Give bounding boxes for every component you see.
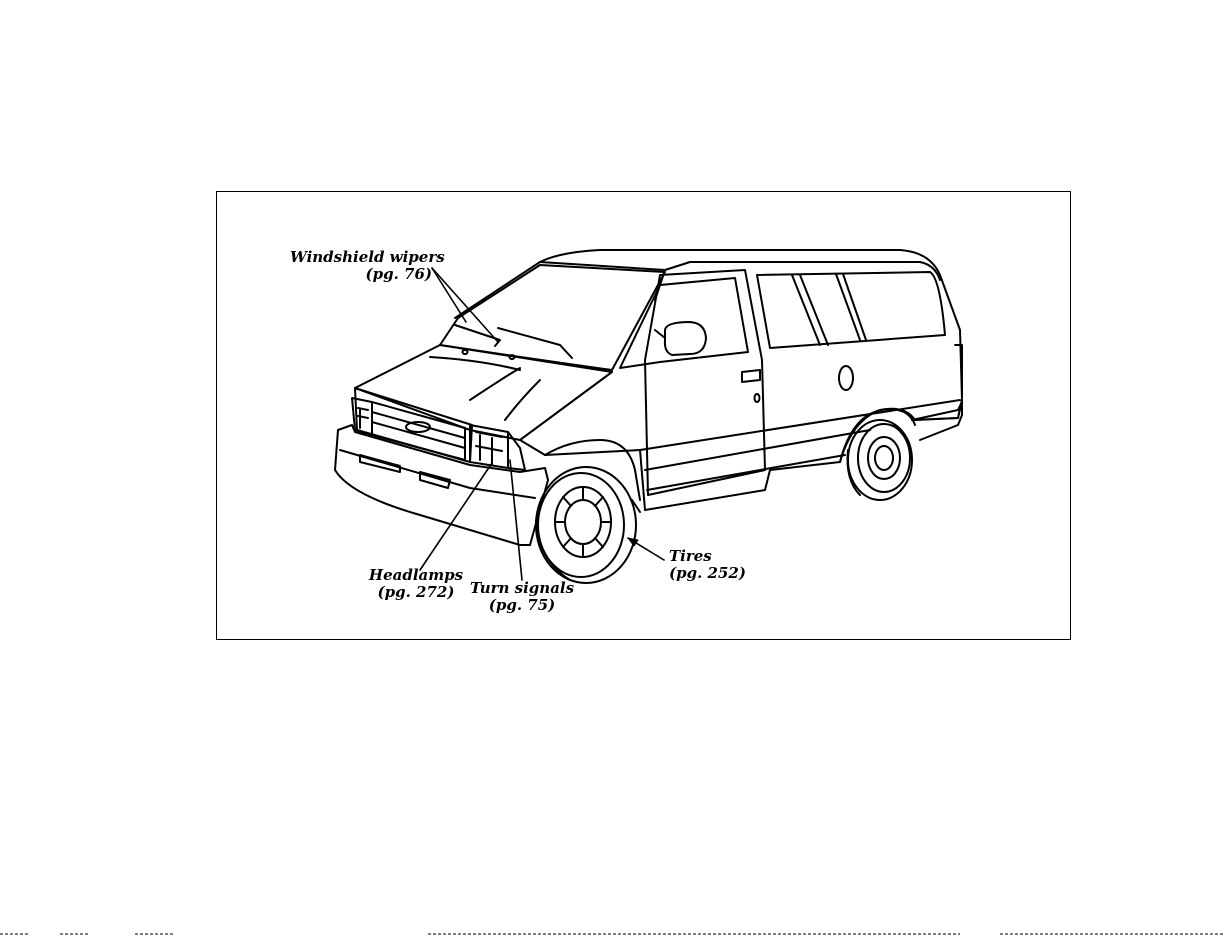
headlamp-left	[470, 425, 525, 470]
tires-label: Tires	[669, 548, 769, 565]
tires-page: (pg. 252)	[669, 565, 769, 582]
windshield-wipers-page: (pg. 76)	[290, 266, 432, 283]
headlamps-label: Headlamps	[366, 567, 466, 584]
callout-turn-signals: Turn signals (pg. 75)	[468, 580, 576, 614]
rear-wheel	[840, 409, 915, 500]
windshield-wipers-label: Windshield wipers	[290, 249, 432, 266]
headlamp-leader	[420, 463, 492, 570]
scan-edge-artifacts	[0, 931, 1225, 937]
side-windows	[757, 272, 945, 348]
door-handle	[742, 370, 760, 382]
wiper-leader-1	[432, 268, 466, 322]
turn-signal-leader	[510, 460, 522, 580]
tires-arrowhead	[628, 538, 638, 546]
wiper-leader-2	[432, 268, 498, 342]
front-wheel	[536, 440, 640, 583]
hood	[355, 345, 612, 440]
fuel-door	[839, 366, 853, 390]
windshield	[440, 265, 665, 370]
callout-tires: Tires (pg. 252)	[669, 548, 769, 582]
turn-signals-page: (pg. 75)	[468, 597, 576, 614]
side-mirror	[665, 322, 706, 355]
turn-signals-label: Turn signals	[468, 580, 576, 597]
callout-headlamps: Headlamps (pg. 272)	[366, 567, 466, 601]
callout-windshield-wipers: Windshield wipers (pg. 76)	[290, 249, 432, 283]
headlamps-page: (pg. 272)	[366, 584, 466, 601]
windshield-wipers	[455, 325, 572, 359]
